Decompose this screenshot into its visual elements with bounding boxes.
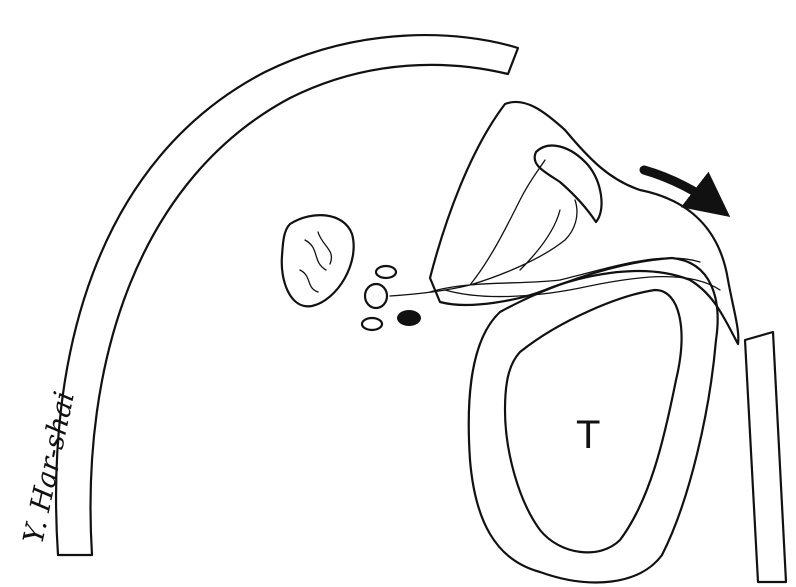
- flap-pedicle: [390, 102, 738, 344]
- skull-outer-contour: [56, 35, 518, 555]
- artist-signature: Y. Har-shai: [17, 388, 81, 546]
- vessel-section-dark: [397, 310, 421, 326]
- rotation-arrow-icon: [644, 170, 716, 206]
- vessel-section-3: [362, 318, 382, 330]
- tumor-mass: T: [469, 258, 718, 582]
- tumor-label: T: [576, 413, 600, 457]
- vessel-section-1: [376, 266, 396, 278]
- small-lesion: [282, 215, 354, 306]
- vessel-section-2: [365, 284, 387, 308]
- bone-fragment-right: [745, 332, 786, 582]
